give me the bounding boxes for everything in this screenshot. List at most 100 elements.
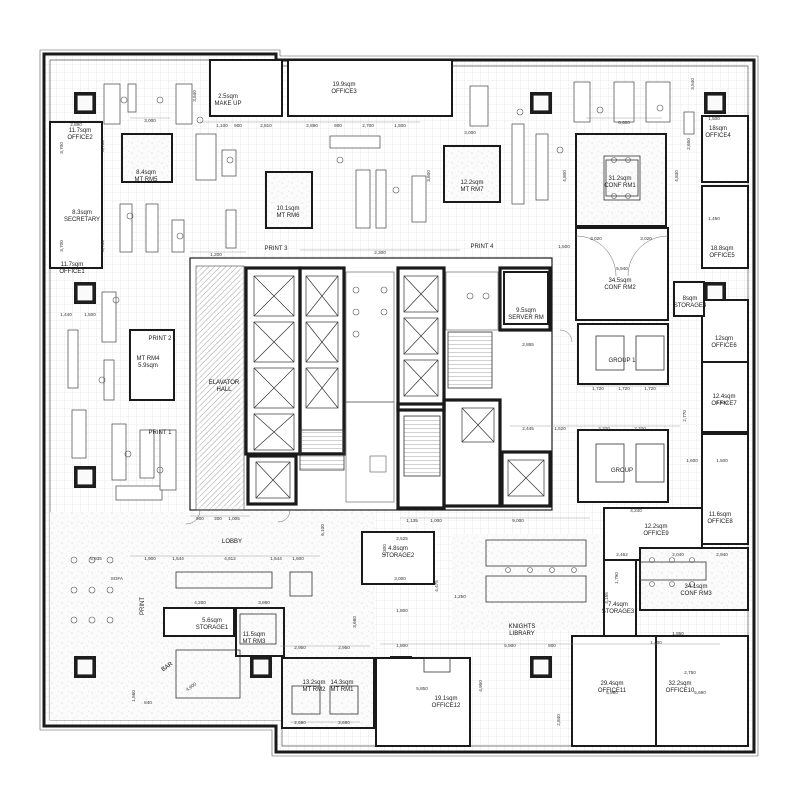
dim: 6,100 <box>320 524 325 536</box>
dim: 1,600 <box>292 556 304 561</box>
library-line1: KNIGHTS <box>509 624 536 630</box>
sofa-label: SOFA <box>111 576 124 581</box>
dim: 2,950 <box>338 645 350 650</box>
office8-name: OFFICE8 <box>707 519 733 525</box>
storage3-name: STORAGE3 <box>602 609 635 615</box>
dim: 3,600 <box>426 170 431 182</box>
dim: 1,900 <box>144 556 156 561</box>
dim: 1,800 <box>396 643 408 648</box>
dim: 1,500 <box>716 400 728 405</box>
mtrm5-name: MT RM5 <box>135 177 159 183</box>
dim: 1,100 <box>216 123 228 128</box>
room-walls <box>49 59 749 747</box>
mtrm4-area: 5.9sqm <box>138 363 158 369</box>
office12-name: OFFICE12 <box>432 703 461 709</box>
dim: 3,700 <box>59 240 64 252</box>
dim: 2,445 <box>522 426 534 431</box>
dim: 9,000 <box>512 518 524 523</box>
mtrm5-area: 8.4sqm <box>136 170 156 176</box>
library-floor <box>452 534 602 630</box>
print3-label: PRINT 3 <box>265 246 289 252</box>
dim: 5,900 <box>504 643 516 648</box>
dim: 1,200 <box>210 252 222 257</box>
office10-name: OFFICE10 <box>666 688 695 694</box>
dim: 3,540 <box>192 90 197 102</box>
dim: 1,500 <box>558 244 570 249</box>
dim: 2,320 <box>634 426 646 431</box>
office2-name: OFFICE2 <box>67 135 93 141</box>
mtrm6-area: 10.1sqm <box>276 206 299 212</box>
storage4-name: STORAGE4 <box>674 303 707 309</box>
door-swings <box>185 235 669 525</box>
storage1-name: STORAGE1 <box>196 625 229 631</box>
dim: 1,250 <box>454 594 466 599</box>
dim: 1,520 <box>554 426 566 431</box>
dim: 1,800 <box>396 608 408 613</box>
storage1-area: 5.6sqm <box>202 618 222 624</box>
dim: 2,770 <box>682 410 687 422</box>
dim: 1,850 <box>672 631 684 636</box>
dim: 4,800 <box>562 170 567 182</box>
dim: 900 <box>234 123 242 128</box>
print4-label: PRINT 4 <box>471 244 495 250</box>
mtrm2-area: 13.2sqm <box>302 680 325 686</box>
office12-area: 19.1sqm <box>434 696 457 702</box>
dim: 2,300 <box>374 250 386 255</box>
dim: 4,950 <box>478 680 483 692</box>
dim: 1,500 <box>716 458 728 463</box>
dim: 1,450 <box>708 216 720 221</box>
dim: 2,750 <box>684 670 696 675</box>
dim: 5,940 <box>616 266 628 271</box>
dim: 840 <box>144 700 152 705</box>
storage3-area: 7.4sqm <box>608 602 628 608</box>
office6-name: OFFICE6 <box>711 343 737 349</box>
dim: 1,500 <box>708 116 720 121</box>
print1-label: PRINT 1 <box>149 430 173 436</box>
dim: 3,000 <box>144 118 156 123</box>
mtrm1-area: 14.3sqm <box>330 680 353 686</box>
dim: 300 <box>214 516 222 521</box>
mtrm6-name: MT RM6 <box>277 213 301 219</box>
dim: 4,830 <box>674 170 679 182</box>
dim: 1,500 <box>394 123 406 128</box>
dim: 4,155 <box>604 592 609 604</box>
dim: 2,700 <box>362 123 374 128</box>
conf3-area: 34.1sqm <box>684 584 707 590</box>
office11-name: OFFICE11 <box>598 688 627 694</box>
dim: 3,540 <box>690 78 695 90</box>
makeup-name: MAKE UP <box>214 101 241 107</box>
office3-area: 19.9sqm <box>332 82 355 88</box>
dim: 4,475 <box>434 580 439 592</box>
makeup-area: 2.5sqm <box>218 94 238 100</box>
dim: 2,320 <box>598 426 610 431</box>
office4-name: OFFICE4 <box>705 133 731 139</box>
mtrm4-name: MT RM4 <box>137 356 161 362</box>
dim: 3,000 <box>394 576 406 581</box>
storage2-name: STORAGE2 <box>382 553 415 559</box>
dim: 3,750 <box>100 140 105 152</box>
office7-area: 12.4sqm <box>712 394 735 400</box>
office9-area: 12.2sqm <box>644 524 667 530</box>
dim: 5,850 <box>416 686 428 691</box>
dim: 6,600 <box>618 120 630 125</box>
dim: 3,700 <box>59 142 64 154</box>
dim: 900 <box>334 123 342 128</box>
